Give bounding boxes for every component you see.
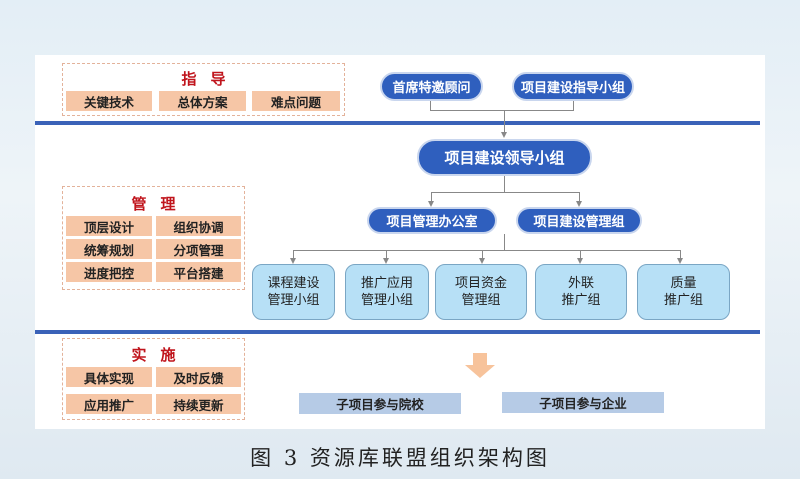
connector [431, 192, 580, 193]
group-line: 推广应用 [360, 276, 413, 291]
node-management-group: 项目建设管理组 [516, 207, 642, 234]
connector [680, 250, 681, 259]
manage-chip: 分项管理 [156, 239, 241, 259]
connector [504, 110, 505, 132]
group-line: 质量 [670, 276, 697, 291]
arrow-icon [501, 132, 507, 138]
group-line: 管理小组 [360, 293, 413, 308]
manage-chip: 统筹规划 [66, 239, 152, 259]
group-line: 推广组 [561, 293, 601, 308]
group-external: 外联推广组 [535, 264, 627, 320]
connector [504, 234, 505, 250]
manage-chip: 进度把控 [66, 262, 152, 282]
node-leadership-group: 项目建设领导小组 [417, 139, 592, 176]
manage-chip: 平台搭建 [156, 262, 241, 282]
arrow-icon [577, 258, 583, 264]
group-quality: 质量推广组 [637, 264, 730, 320]
figure-caption: 图 3 资源库联盟组织架构图 [250, 446, 550, 470]
implement-title: 实施 [131, 346, 190, 364]
manage-chip: 组织协调 [156, 216, 241, 236]
connector [504, 176, 505, 193]
group-line: 管理小组 [267, 293, 320, 308]
implement-chip: 应用推广 [66, 394, 152, 414]
connector [386, 250, 387, 259]
group-funding: 项目资金管理组 [435, 264, 527, 320]
guide-title: 指导 [181, 70, 240, 88]
manage-title: 管理 [131, 195, 190, 213]
divider-guide [35, 121, 760, 125]
participant-enterprises: 子项目参与企业 [502, 392, 664, 413]
participant-schools: 子项目参与院校 [299, 393, 461, 414]
connector [293, 250, 681, 251]
connector [293, 250, 294, 259]
node-chief-advisor: 首席特邀顾问 [380, 72, 483, 101]
arrow-icon [290, 258, 296, 264]
connector [482, 250, 483, 259]
group-line: 管理组 [461, 293, 501, 308]
guide-chip: 难点问题 [252, 91, 340, 111]
connector [431, 192, 432, 202]
arrow-icon [677, 258, 683, 264]
implement-chip: 及时反馈 [156, 367, 241, 387]
connector [573, 101, 574, 111]
arrow-icon [428, 201, 434, 207]
guide-chip: 关键技术 [66, 91, 152, 111]
connector [579, 192, 580, 202]
connector [430, 110, 574, 111]
down-arrow-icon [465, 353, 495, 378]
group-line: 外联 [567, 276, 594, 291]
node-project-office: 项目管理办公室 [367, 207, 497, 234]
implement-chip: 具体实现 [66, 367, 152, 387]
arrow-icon [383, 258, 389, 264]
connector [430, 101, 431, 111]
implement-chip: 持续更新 [156, 394, 241, 414]
divider-implement [35, 330, 760, 334]
group-course: 课程建设管理小组 [252, 264, 335, 320]
guide-chip: 总体方案 [159, 91, 246, 111]
group-promotion: 推广应用管理小组 [345, 264, 429, 320]
arrow-icon [576, 201, 582, 207]
node-guidance-group: 项目建设指导小组 [512, 72, 634, 101]
group-line: 推广组 [663, 293, 703, 308]
connector [580, 250, 581, 259]
group-line: 项目资金 [454, 276, 507, 291]
group-line: 课程建设 [267, 276, 320, 291]
arrow-icon [479, 258, 485, 264]
manage-chip: 顶层设计 [66, 216, 152, 236]
